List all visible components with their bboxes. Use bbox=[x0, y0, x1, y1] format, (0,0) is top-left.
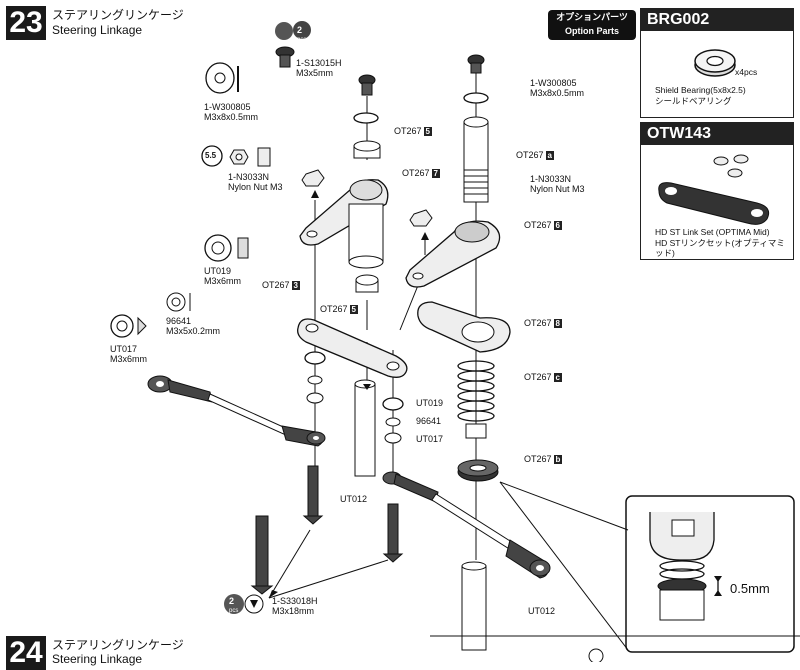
otw143-name-en: HD ST Link Set (OPTIMA Mid) bbox=[655, 227, 770, 237]
label-96641-left-size: M3x5x0.2mm bbox=[166, 326, 221, 336]
label-nut-tool: 5.5 bbox=[205, 151, 217, 160]
step24-number: 24 bbox=[6, 636, 46, 670]
option-parts-jp: オプションパーツ bbox=[556, 12, 628, 22]
step24-title-en: Steering Linkage bbox=[52, 652, 143, 666]
bearing-icon bbox=[694, 49, 736, 77]
screw-top-2 bbox=[467, 54, 485, 74]
label-ut019-mid: UT019 bbox=[416, 398, 444, 408]
step-title-jp: ステアリングリンケージ bbox=[52, 8, 184, 22]
label-ot267-c-badge: c bbox=[553, 373, 562, 382]
label-s33018h-code: 1-S33018H bbox=[272, 596, 318, 606]
label-ot267-6-badge: 6 bbox=[553, 221, 562, 230]
brg002-qty: x4pcs bbox=[735, 67, 758, 77]
label-s13015h-code: 1-S13015H bbox=[296, 58, 342, 68]
label-ut017-mid: UT017 bbox=[416, 434, 444, 444]
label-ut012-bottom: UT012 bbox=[528, 606, 556, 616]
brg002-box: BRG002 x4pcs Shield Bearing(5x8x2.5) シール… bbox=[640, 8, 794, 118]
label-ut012-mid: UT012 bbox=[340, 494, 368, 504]
brg002-code: BRG002 bbox=[641, 9, 793, 31]
label-n3033n-left-name: Nylon Nut M3 bbox=[228, 182, 283, 192]
washer-icon-left bbox=[205, 62, 239, 94]
label-s33018h-unit: pcs bbox=[229, 608, 239, 614]
label-ot267-c-code: OT267 bbox=[524, 372, 552, 382]
label-ot267-7-code: OT267 bbox=[402, 168, 430, 178]
detail-drawing bbox=[649, 512, 722, 621]
link-plate-icon bbox=[658, 154, 770, 225]
label-ot267-5b-badge: 5 bbox=[349, 305, 358, 314]
screw-top-1 bbox=[358, 74, 376, 96]
turnbuckle-left bbox=[147, 375, 326, 447]
label-ot267-b-badge: b bbox=[553, 455, 563, 464]
label-ut019-left-size: M3x6mm bbox=[204, 276, 242, 286]
washer-96641-icon-left bbox=[166, 292, 191, 312]
otw143-code: OTW143 bbox=[641, 123, 793, 145]
label-ot267-a-badge: a bbox=[545, 151, 554, 160]
label-s33018h-size: M3x18mm bbox=[272, 606, 315, 616]
qty-badge-top bbox=[275, 22, 293, 40]
ut017-icon-left bbox=[110, 314, 147, 338]
label-w300805-right-size: M3x8x0.5mm bbox=[530, 88, 585, 98]
brg002-name-en: Shield Bearing(5x8x2.5) bbox=[655, 85, 746, 95]
nut-tool-badge bbox=[201, 145, 223, 167]
screw-long-left bbox=[250, 515, 274, 595]
label-ot267-3-code: OT267 bbox=[262, 280, 290, 290]
label-96641-mid: 96641 bbox=[416, 416, 442, 426]
label-96641-left-code: 96641 bbox=[166, 316, 192, 326]
label-ot267-5b-code: OT267 bbox=[320, 304, 348, 314]
screw-short-left bbox=[302, 465, 324, 525]
option-parts-tag: オプションパーツ Option Parts bbox=[548, 10, 636, 40]
label-s13015h-qty: 2 bbox=[297, 25, 303, 35]
label-n3033n-left-code: 1-N3033N bbox=[228, 172, 270, 182]
label-ot267-b-code: OT267 bbox=[524, 454, 552, 464]
label-n3033n-right-name: Nylon Nut M3 bbox=[530, 184, 585, 194]
label-s33018h-qty: 2 bbox=[229, 596, 235, 606]
qty-badge-bottom bbox=[224, 594, 264, 614]
label-s13015h-size: M3x5mm bbox=[296, 68, 334, 78]
brg002-name-jp: シールドベアリング bbox=[655, 96, 732, 106]
label-ot267-5a-badge: 5 bbox=[423, 127, 432, 136]
turnbuckle-right bbox=[382, 471, 551, 579]
label-ot267-5a-code: OT267 bbox=[394, 126, 422, 136]
label-ot267-6-code: OT267 bbox=[524, 220, 552, 230]
label-ut017-left-code: UT017 bbox=[110, 344, 138, 354]
step24-title-jp: ステアリングリンケージ bbox=[52, 638, 184, 652]
label-w300805-right-code: 1-W300805 bbox=[530, 78, 577, 88]
label-ut017-left-size: M3x6mm bbox=[110, 354, 148, 364]
label-ot267-7-badge: 7 bbox=[431, 169, 440, 178]
label-s13015h-unit: pcs bbox=[297, 37, 307, 43]
screw-short-right bbox=[382, 503, 404, 563]
step-title-en: Steering Linkage bbox=[52, 23, 143, 37]
detail-dimension: 0.5mm bbox=[730, 581, 770, 596]
option-parts-en: Option Parts bbox=[564, 26, 619, 36]
label-w300805-left-code: 1-W300805 bbox=[204, 102, 251, 112]
otw143-name-jp: HD STリンクセット(オプティマミッド) bbox=[655, 238, 785, 258]
label-n3033n-right-code: 1-N3033N bbox=[530, 174, 572, 184]
otw143-box: OTW143 HD ST Link Set (OPTIMA Mid) HD ST… bbox=[640, 122, 794, 260]
label-w300805-left-size: M3x8x0.5mm bbox=[204, 112, 259, 122]
step-number: 23 bbox=[6, 6, 46, 40]
ut019-icon-left bbox=[204, 234, 249, 262]
label-ot267-3-badge: 3 bbox=[291, 281, 300, 290]
label-ut019-left-code: UT019 bbox=[204, 266, 232, 276]
label-ot267-a-code: OT267 bbox=[516, 150, 544, 160]
label-ot267-8-code: OT267 bbox=[524, 318, 552, 328]
label-ot267-8-badge: 8 bbox=[553, 319, 562, 328]
